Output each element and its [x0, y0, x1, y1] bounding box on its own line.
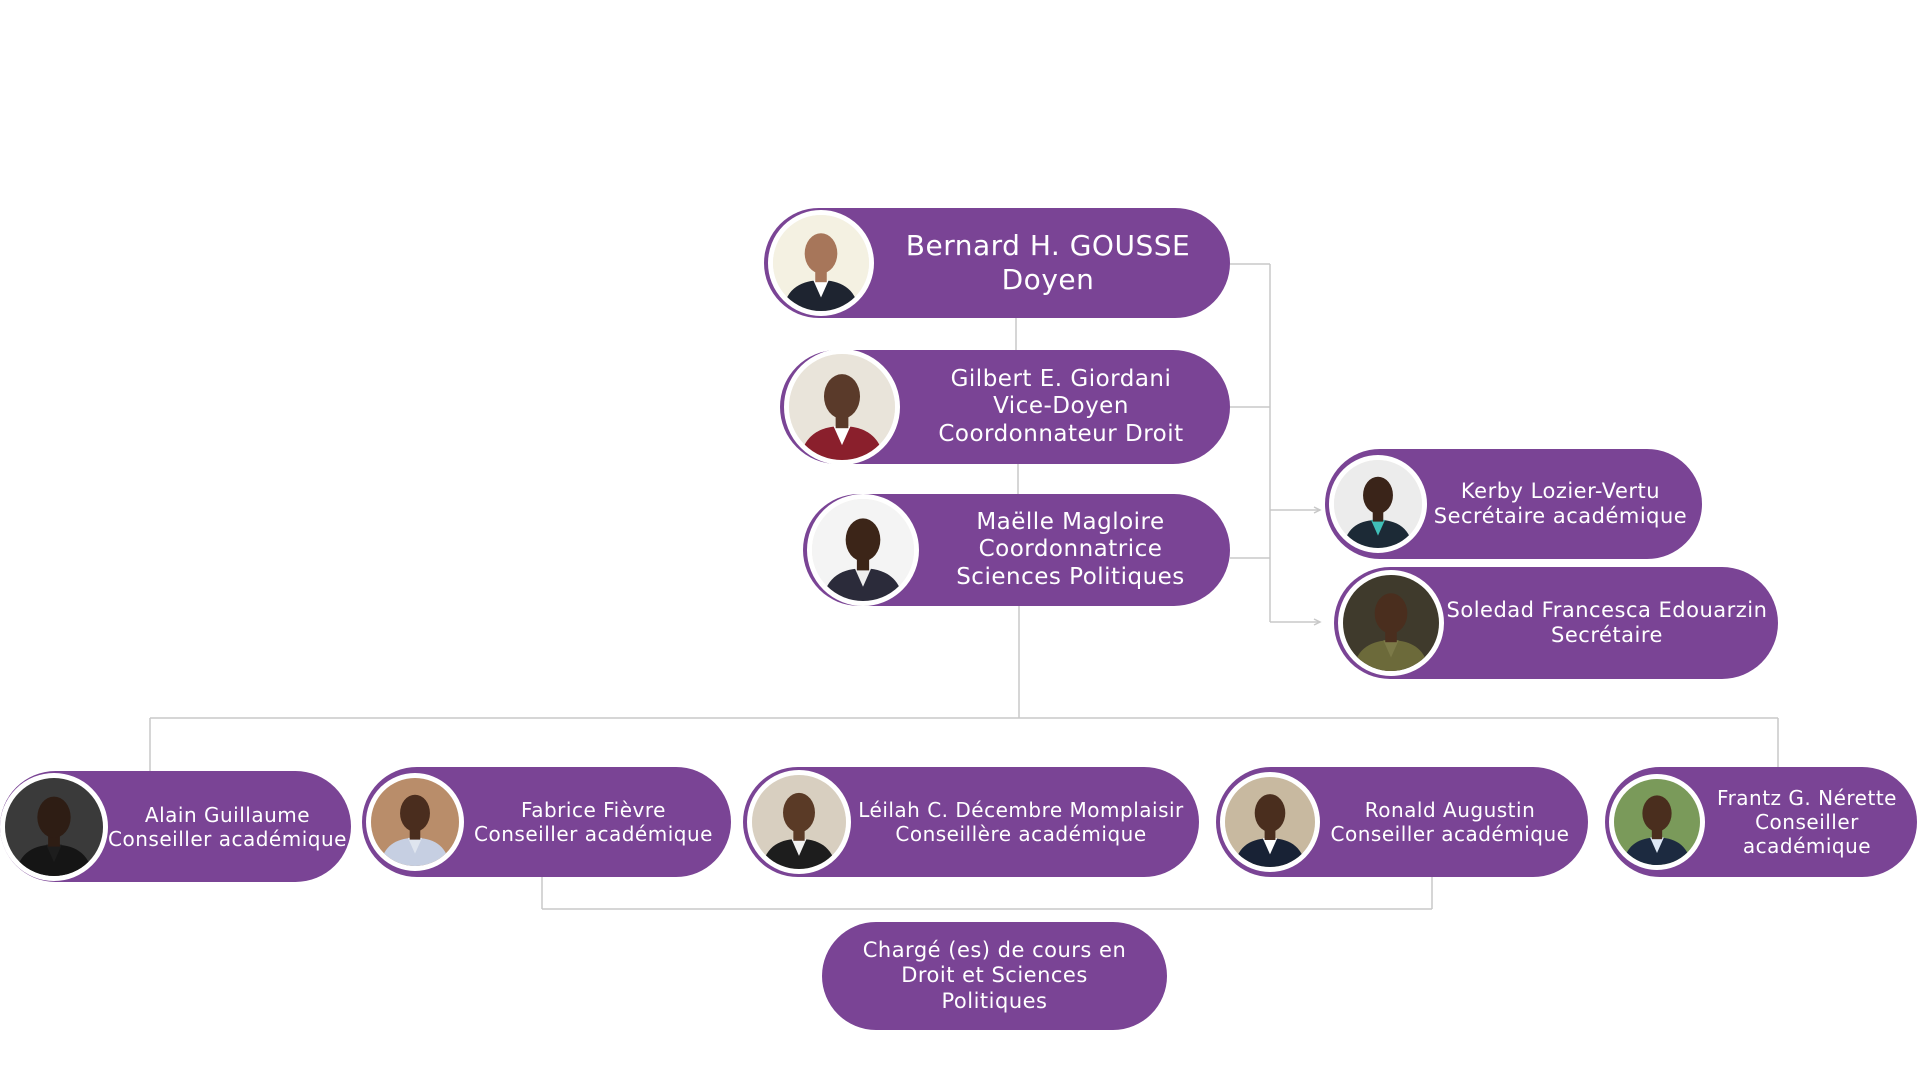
connector-arrow: [1313, 618, 1322, 626]
conseiller-1-title: Conseiller académique: [108, 826, 347, 851]
vice-doyen-role: Coordonnateur Droit: [938, 420, 1184, 447]
conseiller-4-title: Conseiller académique: [1330, 822, 1570, 846]
node-doyen: Bernard H. GOUSSE Doyen: [764, 208, 1230, 318]
conseiller-2-name: Fabrice Fièvre: [521, 798, 666, 822]
conseiller-3-title: Conseillère académique: [895, 822, 1147, 846]
conseiller-5-name: Frantz G. Nérette: [1717, 786, 1897, 810]
sec-academique-name: Kerby Lozier-Vertu: [1460, 478, 1661, 503]
coordonnatrice-dept: Sciences Politiques: [956, 563, 1185, 590]
person-photo-icon: [768, 210, 874, 316]
node-conseiller-3: Léilah C. Décembre Momplaisir Conseillèr…: [743, 767, 1199, 877]
person-photo-icon: [784, 349, 900, 465]
conseiller-4-name: Ronald Augustin: [1364, 798, 1536, 822]
person-photo-icon: [1220, 772, 1320, 872]
charges-line-2: Droit et Sciences: [901, 963, 1088, 988]
doyen-title: Doyen: [1001, 263, 1095, 296]
person-photo-icon: [1609, 774, 1705, 870]
person-photo-icon: [807, 494, 919, 606]
doyen-name: Bernard H. GOUSSE: [905, 229, 1191, 263]
conseiller-5-title-cont: académique: [1742, 834, 1872, 858]
node-secretaire: Soledad Francesca Edouarzin Secrétaire: [1334, 567, 1778, 679]
conseiller-1-name: Alain Guillaume: [144, 802, 311, 827]
conseiller-5-title: Conseiller: [1755, 810, 1859, 834]
person-photo-icon: [1338, 570, 1444, 676]
vice-doyen-name: Gilbert E. Giordani: [950, 365, 1172, 392]
charges-line-1: Chargé (es) de cours en: [862, 938, 1127, 963]
node-conseiller-2: Fabrice Fièvre Conseiller académique: [362, 767, 731, 877]
node-conseiller-5: Frantz G. Nérette Conseiller académique: [1605, 767, 1917, 877]
person-photo-icon: [0, 772, 108, 881]
conseiller-2-title: Conseiller académique: [474, 822, 713, 846]
coordonnatrice-title: Coordonnatrice: [978, 536, 1163, 563]
person-photo-icon: [747, 770, 851, 874]
coordonnatrice-name: Maëlle Magloire: [976, 508, 1165, 535]
node-conseiller-1: Alain Guillaume Conseiller académique: [0, 771, 351, 882]
charges-line-3: Politiques: [941, 988, 1048, 1013]
node-coordonnatrice: Maëlle Magloire Coordonnatrice Sciences …: [803, 494, 1230, 606]
person-photo-icon: [366, 773, 464, 871]
secretaire-title: Secrétaire: [1551, 623, 1663, 647]
sec-academique-title: Secrétaire académique: [1433, 504, 1688, 528]
node-charges-de-cours: Chargé (es) de cours en Droit et Science…: [822, 922, 1167, 1030]
node-secretaire-academique: Kerby Lozier-Vertu Secrétaire académique: [1325, 449, 1702, 559]
node-vice-doyen: Gilbert E. Giordani Vice-Doyen Coordonna…: [780, 349, 1230, 465]
secretaire-name: Soledad Francesca Edouarzin: [1446, 597, 1768, 622]
connector-arrow: [1313, 506, 1322, 514]
conseiller-3-name: Léilah C. Décembre Momplaisir: [858, 798, 1184, 822]
person-photo-icon: [1329, 455, 1427, 553]
node-conseiller-4: Ronald Augustin Conseiller académique: [1216, 767, 1588, 877]
vice-doyen-title: Vice-Doyen: [993, 393, 1129, 420]
